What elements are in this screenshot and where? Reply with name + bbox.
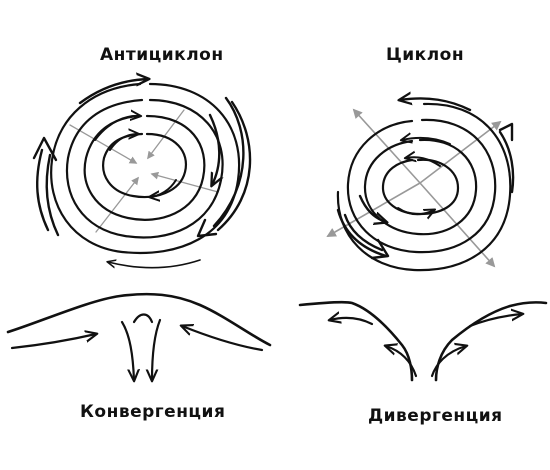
anticyclone-diagram bbox=[32, 79, 252, 269]
cyclone-diagram bbox=[326, 98, 515, 272]
cyclone-label: Циклон bbox=[386, 45, 465, 65]
anticyclone-radial-arrows bbox=[69, 109, 219, 233]
divergence-surface bbox=[298, 300, 414, 382]
convergence-arrows bbox=[10, 313, 264, 381]
anticyclone-inner-arrows bbox=[94, 116, 177, 197]
anticyclone-outer-arrows bbox=[32, 79, 252, 269]
cyclone-inner-arrows bbox=[397, 138, 451, 214]
divergence-label: Дивергенция bbox=[368, 406, 503, 426]
convergence-surface bbox=[6, 292, 272, 347]
divergence-diagram bbox=[298, 300, 548, 382]
convergence-diagram bbox=[6, 292, 272, 381]
divergence-arrows bbox=[330, 314, 522, 378]
cyclone-outer-arrows bbox=[336, 98, 515, 260]
anticyclone-rings bbox=[50, 82, 241, 254]
anticyclone-label: Антициклон bbox=[100, 45, 224, 65]
convergence-label: Конвергенция bbox=[80, 402, 226, 422]
divergence-surface-right bbox=[434, 301, 548, 382]
